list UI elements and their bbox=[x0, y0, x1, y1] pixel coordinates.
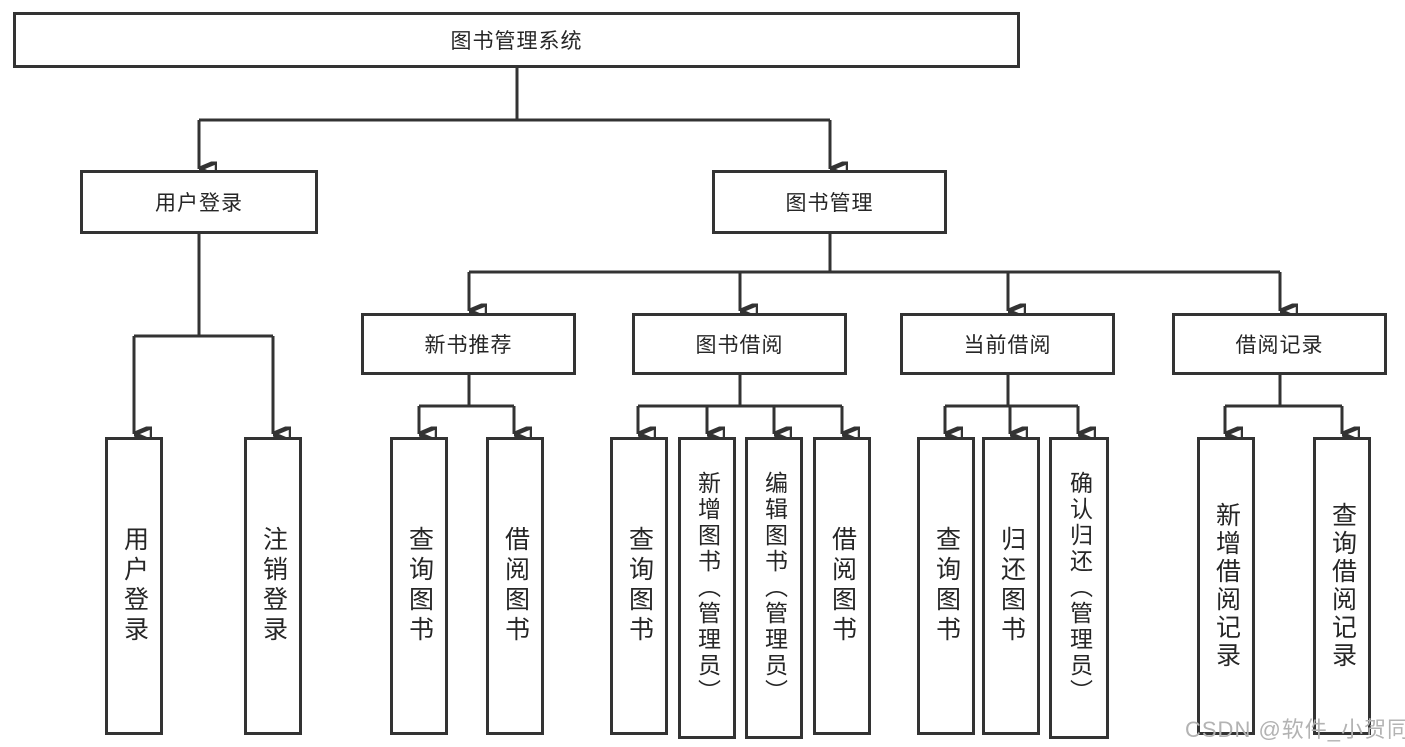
node-borrow-books-recommend: 借阅图书 bbox=[486, 437, 544, 735]
node-book-management-system: 图书管理系统 bbox=[13, 12, 1020, 68]
node-borrow-books-leaf: 借阅图书 bbox=[813, 437, 871, 735]
csdn-watermark: CSDN @软件_小贺同学 bbox=[1185, 717, 1405, 742]
node-new-book-recommend: 新书推荐 bbox=[361, 313, 576, 375]
node-query-books-borrowing: 查询图书 bbox=[610, 437, 668, 735]
node-borrowing-records: 借阅记录 bbox=[1172, 313, 1387, 375]
node-add-borrow-record: 新增借阅记录 bbox=[1197, 437, 1255, 735]
node-return-books: 归还图书 bbox=[982, 437, 1040, 735]
node-logout-leaf: 注销登录 bbox=[244, 437, 302, 735]
node-user-login: 用户登录 bbox=[80, 170, 318, 234]
node-confirm-return-admin: 确认归还（管理员） bbox=[1049, 437, 1109, 739]
node-book-management: 图书管理 bbox=[712, 170, 947, 234]
node-current-borrowing: 当前借阅 bbox=[900, 313, 1115, 375]
node-add-books-admin: 新增图书（管理员） bbox=[678, 437, 736, 739]
node-query-books-current: 查询图书 bbox=[917, 437, 975, 735]
node-query-borrow-record: 查询借阅记录 bbox=[1313, 437, 1371, 735]
node-user-login-leaf: 用户登录 bbox=[105, 437, 163, 735]
node-edit-books-admin: 编辑图书（管理员） bbox=[745, 437, 803, 739]
node-query-books-recommend: 查询图书 bbox=[390, 437, 448, 735]
node-book-borrowing: 图书借阅 bbox=[632, 313, 847, 375]
